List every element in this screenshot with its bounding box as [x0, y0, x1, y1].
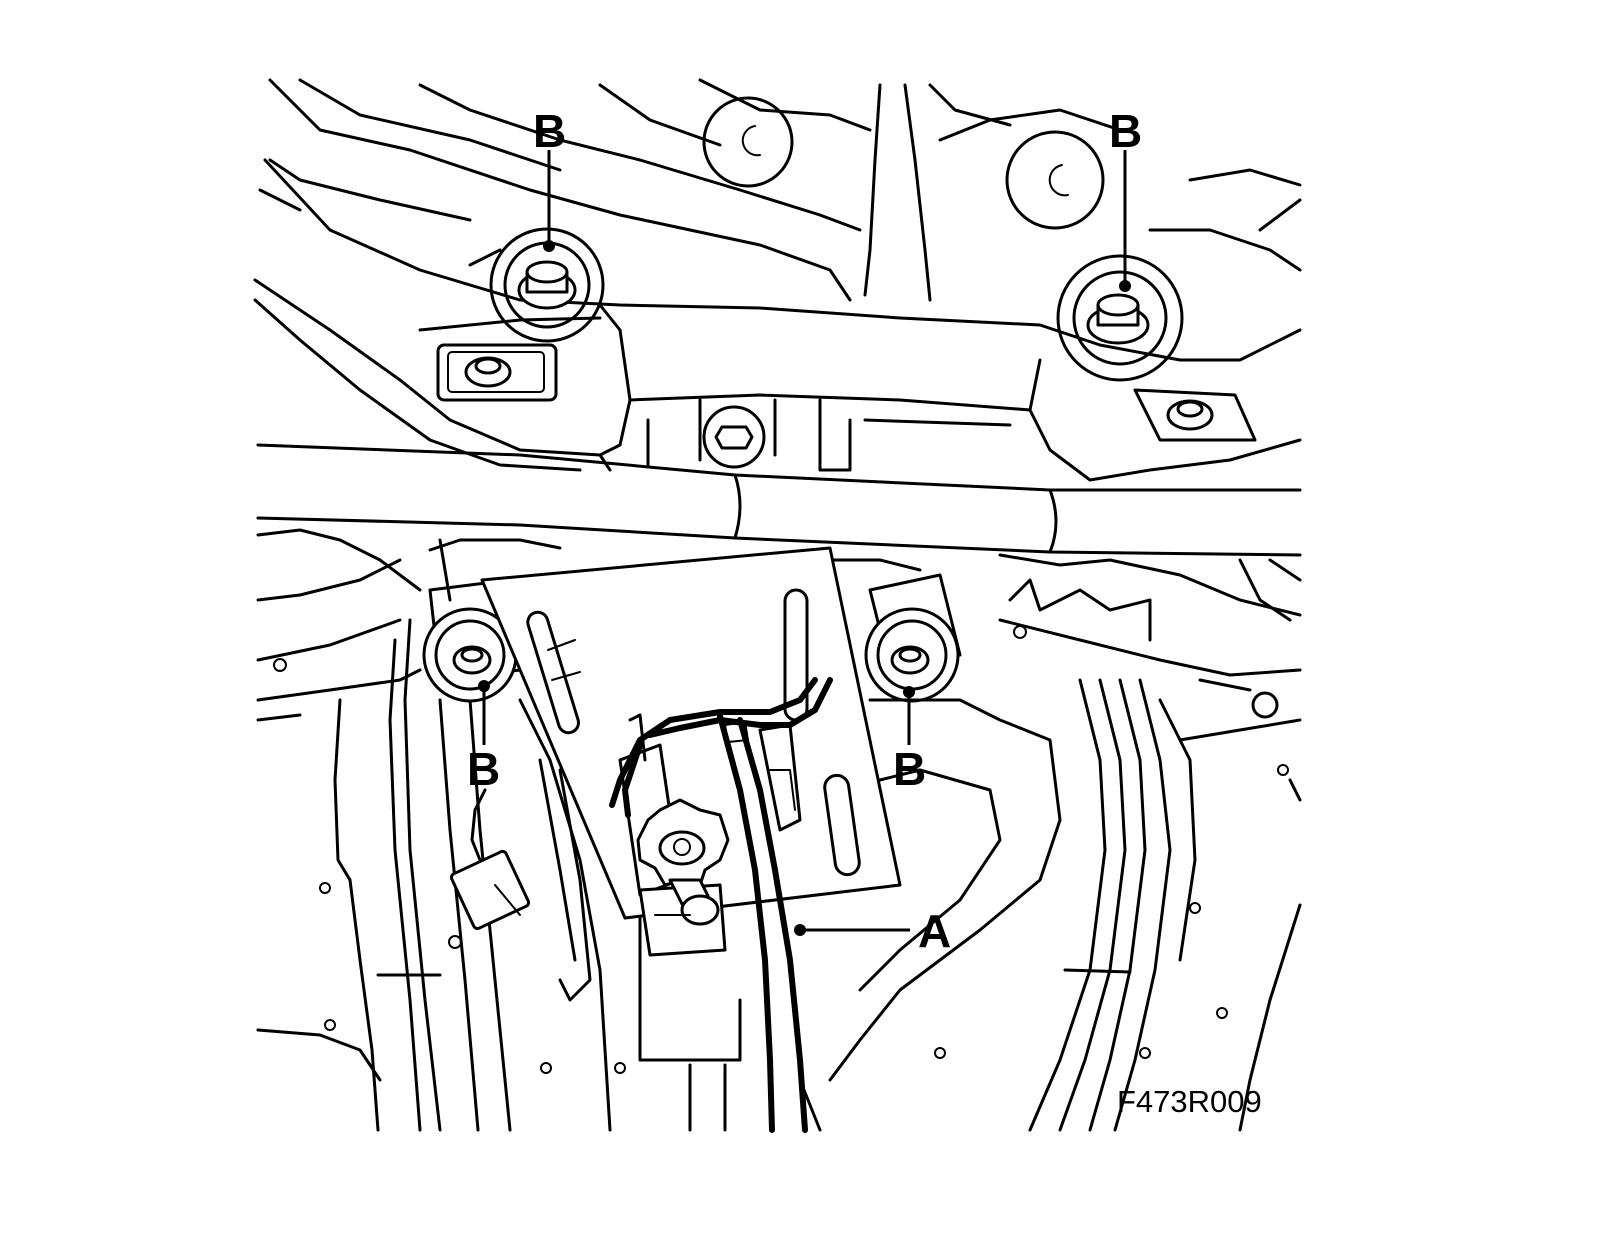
callout-b-mid-right: B — [893, 686, 926, 795]
wiring-harness — [609, 677, 833, 1133]
callout-label: B — [467, 743, 500, 795]
bolt-top-left — [517, 260, 577, 310]
callout-label: B — [533, 105, 566, 157]
bolt-top-right — [1086, 293, 1150, 345]
callout-label: B — [1109, 105, 1142, 157]
leader-dot — [794, 924, 806, 936]
bushing-right — [828, 558, 962, 703]
subframe-crossmember — [253, 158, 1302, 482]
bracket-plate — [480, 546, 902, 920]
leader-dot — [543, 240, 555, 252]
sensor-unit — [618, 713, 802, 957]
clip-nut-right — [1133, 388, 1257, 442]
callout-a: A — [794, 905, 951, 957]
center-lower-housing — [518, 698, 1062, 1132]
callout-label: B — [893, 743, 926, 795]
leader-dot — [478, 680, 490, 692]
upper-body-structure — [258, 78, 1302, 302]
hex-bolt-center — [646, 398, 1012, 472]
clip-nut-left — [436, 343, 558, 402]
figure-code: F473R009 — [1117, 1084, 1262, 1119]
leader-dot — [1119, 280, 1131, 292]
right-structure — [934, 553, 1302, 1132]
lower-left-structure — [256, 528, 531, 1132]
callout-b-top-right: B — [1109, 105, 1142, 292]
callout-b-top-left: B — [533, 105, 566, 252]
transverse-tube — [256, 443, 1302, 557]
callout-b-mid-left: B — [467, 680, 500, 795]
callout-label: A — [918, 905, 951, 957]
leader-dot — [903, 686, 915, 698]
